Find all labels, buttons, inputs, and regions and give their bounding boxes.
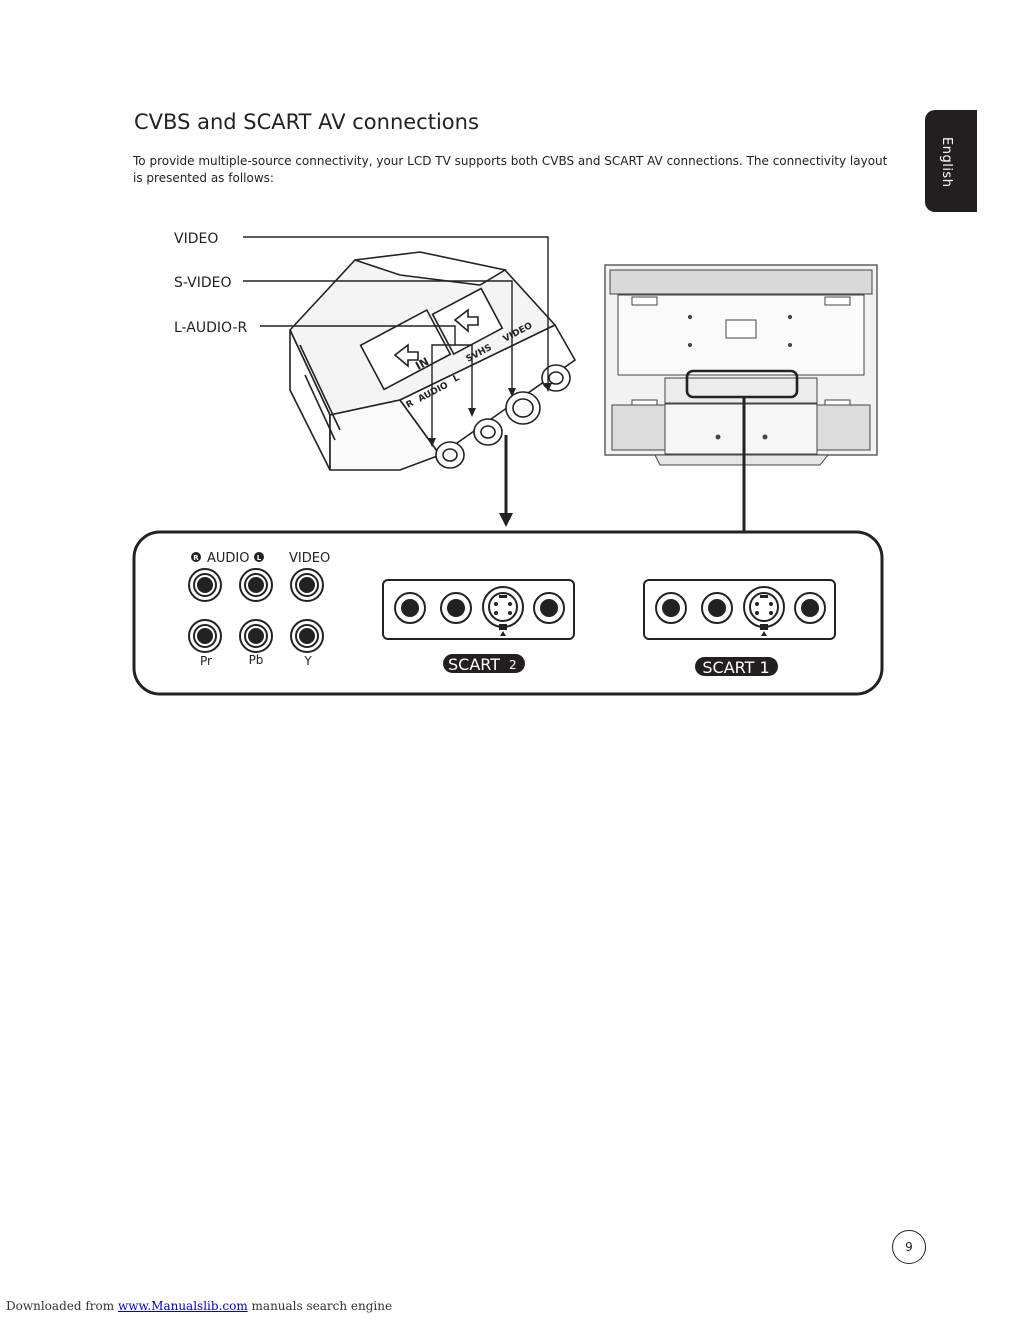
scart2-connector[interactable] xyxy=(382,579,575,640)
panel-audio-label: AUDIO xyxy=(207,551,250,566)
callout-arrowheads xyxy=(428,383,552,447)
y-label: Y xyxy=(303,654,312,668)
page-number: 9 xyxy=(892,1230,926,1264)
y-jack[interactable] xyxy=(290,619,324,653)
callout-svideo-label: S-VIDEO xyxy=(174,275,231,291)
intro-paragraph: To provide multiple-source connectivity,… xyxy=(133,154,888,185)
scart1-badge xyxy=(695,657,778,676)
callout-audio-label: L-AUDIO-R xyxy=(174,320,247,336)
language-tab[interactable]: English xyxy=(925,110,977,212)
scart2-number: 2 xyxy=(509,658,517,672)
scart1-label: SCART 1 xyxy=(702,658,769,677)
page-title: CVBS and SCART AV connections xyxy=(134,110,479,134)
footer-link[interactable]: www.Manualslib.com xyxy=(117,1299,248,1313)
adapter-l-label: L xyxy=(452,373,462,385)
tv-rear-view xyxy=(604,264,878,466)
video-jack[interactable] xyxy=(290,568,324,602)
down-arrow-head xyxy=(499,513,513,527)
footer-credit: Downloaded from www.Manualslib.com manua… xyxy=(6,1299,392,1313)
footer-prefix: Downloaded from xyxy=(6,1299,115,1313)
footer-suffix: manuals search engine xyxy=(251,1299,393,1313)
pb-jack[interactable] xyxy=(239,619,273,653)
pb-label: Pb xyxy=(249,653,264,667)
audio-r-badge-text: R xyxy=(193,554,199,562)
audio-l-badge xyxy=(254,552,264,562)
scart1-connector[interactable] xyxy=(643,579,836,640)
audio-l-badge-text: L xyxy=(257,554,262,562)
scart-adapter-drawing xyxy=(289,251,577,471)
pr-label: Pr xyxy=(200,654,212,668)
callout-video-label: VIDEO xyxy=(174,231,218,247)
callout-leaders xyxy=(243,236,549,440)
scart2-label: SCART xyxy=(448,655,500,674)
panel-video-label: VIDEO xyxy=(289,551,330,566)
scart2-badge xyxy=(443,654,525,673)
pr-jack[interactable] xyxy=(188,619,222,653)
adapter-jacks xyxy=(435,364,571,469)
audio-l-jack[interactable] xyxy=(239,568,273,602)
audio-r-jack[interactable] xyxy=(188,568,222,602)
audio-r-badge xyxy=(191,552,201,562)
tv-scart-highlight xyxy=(685,369,799,399)
connection-diagram: VIDEO S-VIDEO L-AUDIO-R IN R AUDIO L SVH… xyxy=(132,231,884,696)
language-tab-label: English xyxy=(939,137,954,188)
adapter-in-label: IN xyxy=(413,355,431,373)
adapter-r-label: R xyxy=(405,399,416,411)
